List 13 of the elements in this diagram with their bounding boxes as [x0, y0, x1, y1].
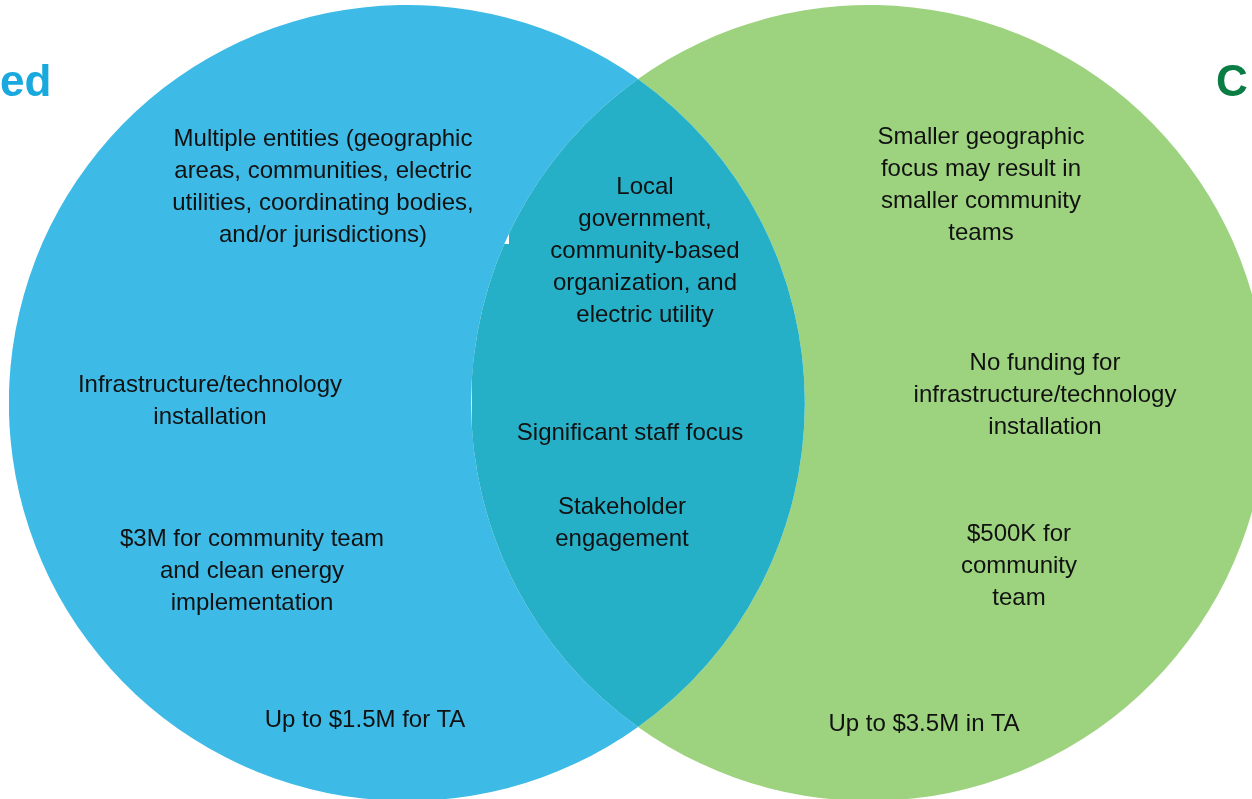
- heading-fragment: C: [1216, 56, 1248, 106]
- venn-text: Smaller geographic focus may result in smaller community teams: [876, 121, 1086, 247]
- venn-text: Up to $1.5M for TA: [263, 704, 467, 734]
- venn-text: Local government, community-based organization, and electric utility: [550, 171, 740, 329]
- venn-text: Multiple entities (geographic areas, communities, electric utilities, coordinating bodies, and/or jurisdictions): [171, 123, 475, 249]
- heading-fragment: ed: [0, 56, 52, 106]
- venn-text: Significant staff focus: [515, 417, 745, 447]
- venn-text: Stakeholder engagement: [554, 491, 690, 553]
- venn-text: Infrastructure/technology installation: [76, 369, 344, 431]
- venn-text: $3M for community team and clean energy implementation: [118, 523, 386, 617]
- venn-text: $500K for community team: [960, 518, 1078, 612]
- venn-text: No funding for infrastructure/technology installation: [912, 347, 1178, 441]
- venn-text: Up to $3.5M in TA: [827, 708, 1021, 738]
